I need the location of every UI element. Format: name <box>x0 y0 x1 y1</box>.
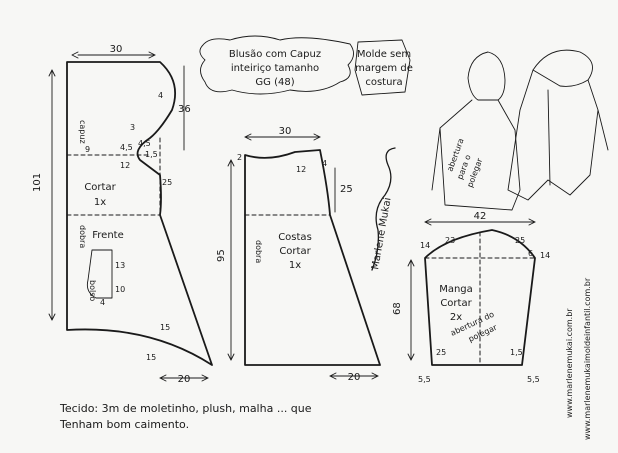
sleeve-cut-qty: 2x <box>450 312 462 323</box>
front-pocket-13: 13 <box>115 261 125 270</box>
front-dim-15: 15 <box>160 323 170 332</box>
signature: Marlene Mukai <box>370 147 396 271</box>
front-hood-label: capuz <box>78 120 87 144</box>
front-bottom-20: 20 <box>178 374 191 385</box>
website-1: www.marlenemukai.com.br <box>565 308 574 418</box>
sleeve-dim-14: 14 <box>420 241 430 250</box>
note-line-2: margem de <box>355 63 413 74</box>
front-dim-9: 9 <box>85 145 90 154</box>
sleeve-dim-25a: 25 <box>515 236 525 245</box>
front-dim-4: 4 <box>158 91 163 100</box>
front-height: 101 <box>32 173 43 192</box>
back-dim-12: 12 <box>296 165 306 174</box>
back-piece: 30 95 2 4 12 25 20 dobra Costas Cortar 1… <box>216 126 381 383</box>
note-box: Molde sem margem de costura <box>354 39 413 96</box>
front-piece: 30 101 36 4 3 4,5 9 4,5 1,5 12 25 15 15 … <box>32 44 213 385</box>
sleeve-height: 68 <box>392 302 403 315</box>
title-box: Blusão com Capuz inteiriço tamanho GG (4… <box>199 35 354 95</box>
sleeve-width-top: 42 <box>474 211 487 222</box>
back-dim-2: 2 <box>237 153 242 162</box>
title-line-2: inteiriço tamanho <box>231 63 319 74</box>
front-cut-qty: 1x <box>94 197 106 208</box>
garment-illustration: abertura para o polegar <box>431 49 609 211</box>
sleeve-name-label: Manga <box>439 284 473 295</box>
sleeve-dim-25b: 25 <box>436 348 446 357</box>
footer-line-1: Tecido: 3m de moletinho, plush, malha ..… <box>59 402 312 415</box>
front-pocket-label: bolso <box>88 280 97 301</box>
sleeve-dim-23: 23 <box>445 236 455 245</box>
back-name-label: Costas <box>278 232 312 243</box>
note-line-3: costura <box>365 77 402 88</box>
front-dim-3: 3 <box>130 123 135 132</box>
front-dim-4-5: 4,5 <box>120 143 133 152</box>
back-cut-label: Cortar <box>279 246 311 257</box>
back-dim-4: 4 <box>322 159 327 168</box>
back-dim-25: 25 <box>340 184 353 195</box>
signature-text: Marlene Mukai <box>370 197 394 271</box>
back-cut-qty: 1x <box>289 260 301 271</box>
front-fold-label: dobra <box>78 225 87 248</box>
front-dim-25: 25 <box>162 178 172 187</box>
back-outline <box>244 149 381 366</box>
sleeve-dim-14b: 14 <box>540 251 550 260</box>
back-fold-label: dobra <box>254 240 263 263</box>
sleeve-dim-1-5: 1,5 <box>510 348 523 357</box>
front-outline <box>66 61 213 366</box>
footer-line-2: Tenham bom caimento. <box>59 418 189 431</box>
back-bottom-20: 20 <box>348 372 361 383</box>
front-dim-1-5: 1,5 <box>145 150 158 159</box>
sleeve-dim-6: 6 <box>528 249 533 258</box>
sleeve-cut-label: Cortar <box>440 298 472 309</box>
note-line-1: Molde sem <box>357 49 411 60</box>
front-pocket <box>86 249 113 299</box>
front-dim-15b: 15 <box>146 353 156 362</box>
back-width-top: 30 <box>279 126 292 137</box>
front-width-top: 30 <box>110 44 123 55</box>
front-pocket-4: 4 <box>100 298 105 307</box>
sleeve-dim-5-5a: 5,5 <box>418 375 431 384</box>
title-line-1: Blusão com Capuz <box>229 49 321 60</box>
website-2: www.marlenemukaimoldeinfantil.com.br <box>583 277 592 440</box>
sleeve-outline <box>424 229 536 366</box>
sleeve-dim-5-5b: 5,5 <box>527 375 540 384</box>
sleeve-piece: 42 68 14 23 25 6 14 25 1,5 5,5 5,5 Manga… <box>392 211 550 384</box>
back-height: 95 <box>216 249 227 262</box>
front-dim-12: 12 <box>120 161 130 170</box>
front-dim-4-5b: 4,5 <box>138 139 151 148</box>
front-pocket-10: 10 <box>115 285 125 294</box>
front-cut-label: Cortar <box>84 182 116 193</box>
title-line-3: GG (48) <box>255 77 294 88</box>
front-name-label: Frente <box>92 230 123 241</box>
front-hood-depth: 36 <box>178 104 191 115</box>
